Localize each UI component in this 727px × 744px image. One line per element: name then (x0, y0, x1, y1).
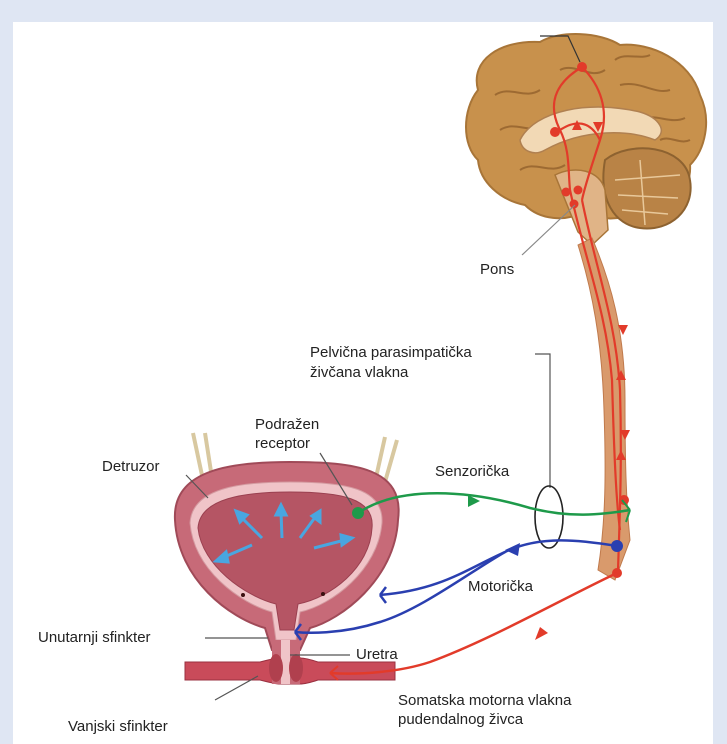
pelvic-bracket (535, 354, 550, 488)
pons-label: Pons (480, 261, 514, 279)
pelvic-label-line2: živčana vlakna (310, 364, 408, 382)
receptor-label-line2: receptor (255, 435, 310, 453)
receptor-label-line1: Podražen (255, 416, 319, 434)
motor-label: Motorička (468, 578, 533, 596)
motor-nucleus (611, 540, 623, 552)
pelvic-label-line1: Pelvična parasimpatička (310, 344, 472, 362)
somatic-label-line2: pudendalnog živca (398, 711, 523, 729)
cerebellum (603, 148, 690, 228)
somatic-label-line1: Somatska motorna vlakna (398, 692, 571, 710)
internal-sphincter-label: Unutarnji sfinkter (38, 629, 151, 647)
urethra-label: Uretra (356, 646, 398, 664)
detrusor-label: Detruzor (102, 458, 160, 476)
sensory-label: Senzorička (435, 463, 509, 481)
receptor-dot (352, 507, 364, 519)
external-sphincter-label: Vanjski sfinkter (68, 718, 168, 736)
nerve-bundle-ellipse (535, 486, 563, 548)
